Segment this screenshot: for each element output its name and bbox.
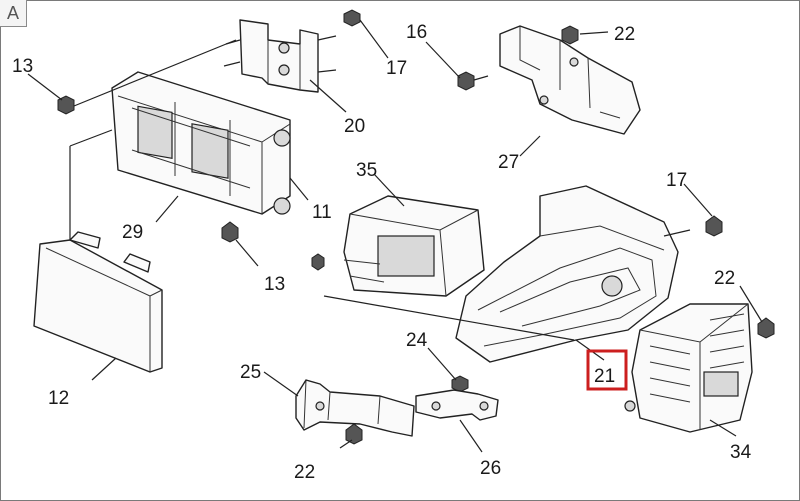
callout-25: 25 — [240, 362, 261, 383]
callout-13-lower: 13 — [264, 274, 285, 295]
callout-22-top: 22 — [614, 24, 635, 45]
nut-17-right — [705, 215, 723, 237]
nut-13-top — [57, 95, 75, 115]
callout-12: 12 — [48, 388, 69, 409]
callout-24: 24 — [406, 330, 428, 351]
leader-lines — [27, 19, 763, 453]
callout-22-bottom: 22 — [294, 462, 315, 483]
callout-22-right: 22 — [714, 268, 735, 289]
panel-letter: A — [7, 3, 20, 23]
part-26-bracket — [415, 389, 499, 421]
callout-35: 35 — [356, 160, 377, 181]
callout-21: 21 — [594, 366, 615, 387]
part-35-module — [343, 195, 485, 297]
part-16-bolt — [457, 71, 489, 91]
callout-13-top: 13 — [12, 56, 33, 77]
nut-22-right — [757, 317, 775, 339]
callout-17-right: 17 — [666, 170, 687, 191]
callout-27: 27 — [498, 152, 519, 173]
callout-34: 34 — [730, 442, 752, 463]
callout-29: 29 — [122, 222, 143, 243]
part-21-bracket — [455, 185, 691, 363]
callout-20: 20 — [344, 116, 365, 137]
highlight-box-21 — [586, 349, 628, 391]
part-34-module — [624, 303, 753, 433]
callout-26: 26 — [480, 458, 501, 479]
nut-22-bottom — [345, 423, 363, 445]
callout-17-top: 17 — [386, 58, 407, 79]
nut-22-top — [561, 25, 579, 45]
callout-16: 16 — [406, 22, 427, 43]
part-27-bracket — [499, 25, 641, 135]
part-20-bracket — [223, 19, 337, 93]
nut-17-top — [343, 9, 361, 27]
small-nut-35 — [311, 253, 325, 271]
part-25-bracket — [295, 379, 415, 437]
part-29-housing — [111, 71, 291, 215]
callout-11: 11 — [312, 202, 332, 223]
part-12-cover — [33, 231, 163, 373]
panel-tab: A — [0, 0, 27, 27]
nut-13-lower — [221, 221, 239, 243]
